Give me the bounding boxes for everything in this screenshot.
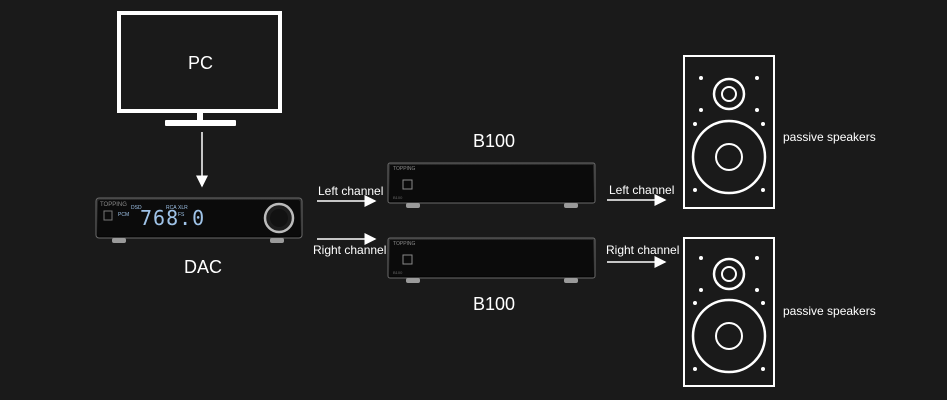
- amp-1-label: B100: [473, 131, 516, 151]
- amp-to-speaker-left-label: Left channel: [609, 183, 675, 197]
- speaker-icon-1: [683, 55, 775, 209]
- amp-2-brand-text: TOPPING: [393, 241, 416, 247]
- amp-unit-1: [387, 162, 596, 208]
- dac-label: DAC: [184, 257, 223, 277]
- pc-monitor-icon: [117, 11, 282, 126]
- dac-display-readout: 768.0: [140, 206, 206, 230]
- pc-label: PC: [188, 53, 214, 73]
- dac-indicator-rca: RCA: [166, 205, 177, 211]
- amp-1-model-text: B100: [393, 195, 403, 200]
- dac-indicator-dsd: DSD: [131, 205, 142, 211]
- dac-unit: [95, 197, 303, 243]
- amp-2-label: B100: [473, 294, 516, 314]
- dac-indicator-pcm: PCM: [118, 212, 130, 218]
- dac-brand-text: TOPPING: [100, 202, 127, 208]
- amp-to-speaker-right-label: Right channel: [606, 243, 680, 257]
- amp-unit-2: [387, 237, 596, 283]
- dac-indicator-fs: FS: [178, 212, 185, 218]
- amp-2-model-text: B100: [393, 270, 403, 275]
- speaker-2-label: passive speakers: [783, 304, 876, 318]
- speaker-icon-2: [683, 237, 775, 387]
- dac-to-amp-left-label: Left channel: [318, 184, 384, 198]
- dac-to-amp-right-label: Right channel: [313, 243, 387, 257]
- dac-indicator-xlr: XLR: [178, 205, 188, 211]
- amp-1-brand-text: TOPPING: [393, 166, 416, 172]
- speaker-1-label: passive speakers: [783, 130, 876, 144]
